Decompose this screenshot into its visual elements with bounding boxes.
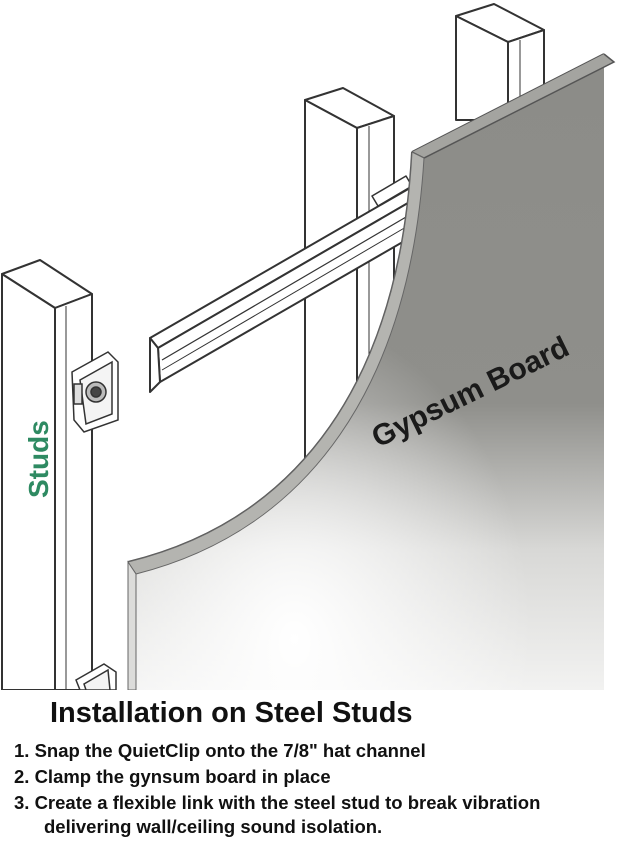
step-text: 3. Create a flexible link with the steel…: [14, 792, 541, 813]
quietclip-upper: [71, 351, 119, 433]
gypsum-board: [127, 53, 616, 690]
page-title: Installation on Steel Studs: [50, 697, 413, 729]
step-item: 3. Create a flexible link with the steel…: [14, 790, 640, 840]
step-item: 2. Clamp the gynsum board in place: [14, 764, 640, 790]
step-text: 1. Snap the QuietClip onto the 7/8" hat …: [14, 740, 426, 761]
step-item: 1. Snap the QuietClip onto the 7/8" hat …: [14, 738, 640, 764]
steps-list: 1. Snap the QuietClip onto the 7/8" hat …: [14, 738, 640, 840]
installation-diagram: Studs Gypsum Board: [1, 3, 616, 690]
studs-label: Studs: [23, 420, 54, 498]
hat-channel: [149, 175, 421, 393]
quietclip-lower: [75, 663, 117, 690]
step-text: 2. Clamp the gynsum board in place: [14, 766, 331, 787]
step-text-continuation: delivering wall/ceiling sound isolation.: [44, 816, 383, 837]
